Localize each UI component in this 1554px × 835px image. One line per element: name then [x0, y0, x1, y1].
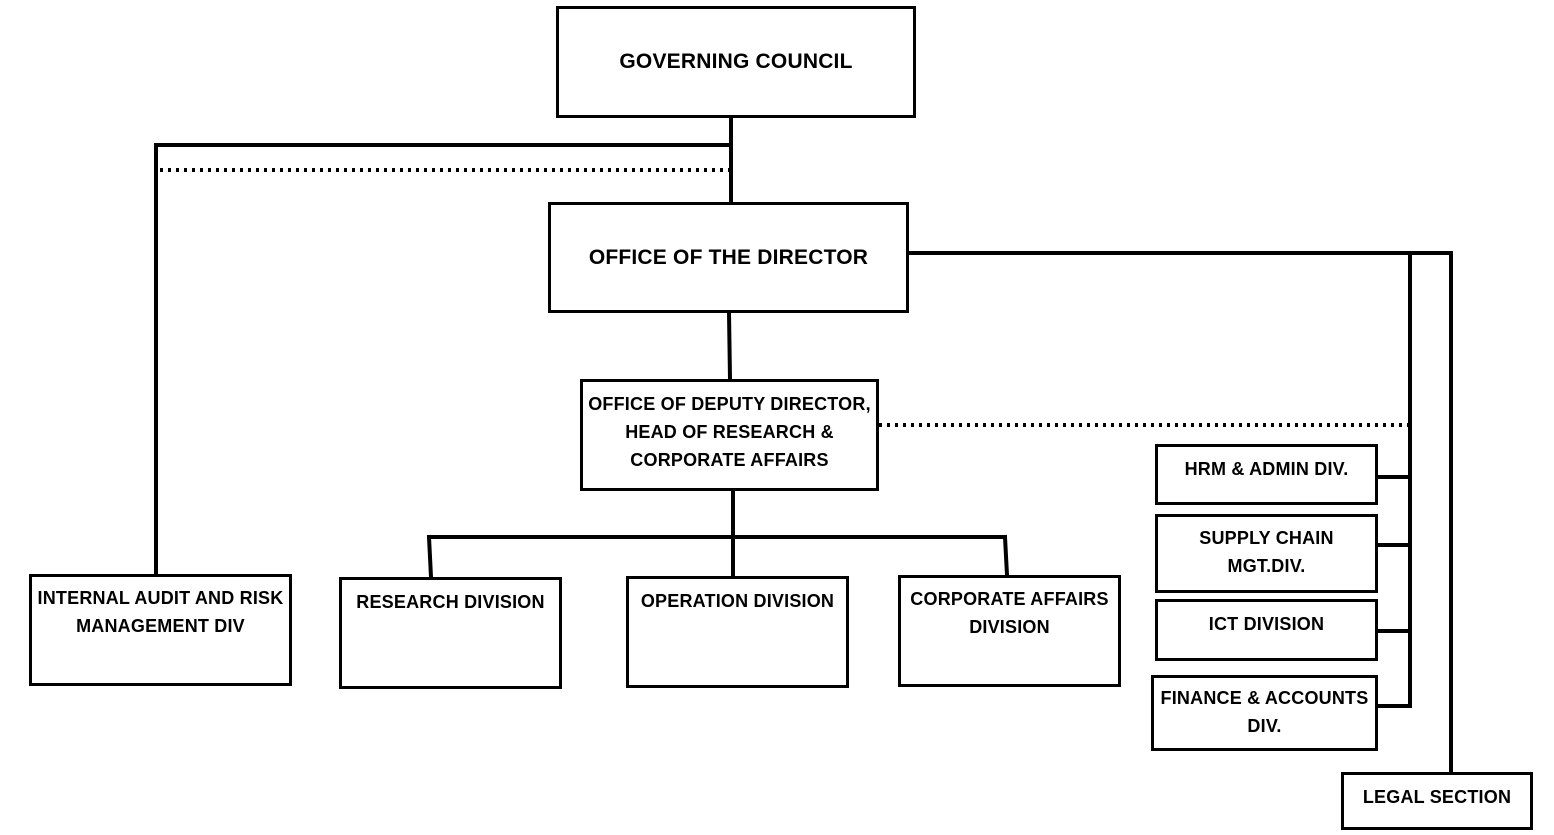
research-division-label: RESEARCH DIVISION [356, 592, 545, 612]
operation-division-label: OPERATION DIVISION [640, 591, 835, 611]
corporate-affairs-division-box: CORPORATE AFFAIRS DIVISION [898, 575, 1121, 687]
deputy-director-label: OFFICE OF DEPUTY DIRECTOR, HEAD OF RESEA… [588, 394, 871, 470]
internal-audit-label: INTERNAL AUDIT AND RISK MANAGEMENT DIV [37, 588, 284, 636]
office-of-director-label: OFFICE OF THE DIRECTOR [588, 245, 869, 269]
corporate-affairs-division-label: CORPORATE AFFAIRS DIVISION [910, 589, 1109, 637]
to-research-line [426, 534, 434, 580]
hrm-admin-division-box: HRM & ADMIN DIV. [1155, 444, 1378, 505]
internal-audit-box: INTERNAL AUDIT AND RISK MANAGEMENT DIV [29, 574, 292, 686]
hrm-admin-division-label: HRM & ADMIN DIV. [1184, 459, 1349, 479]
governing-council-label: GOVERNING COUNCIL [619, 50, 853, 73]
operation-division-box: OPERATION DIVISION [626, 576, 849, 688]
supply-chain-division-label: SUPPLY CHAIN MGT.DIV. [1199, 528, 1334, 576]
ict-division-box: ICT DIVISION [1155, 599, 1378, 661]
governing-council-box: GOVERNING COUNCIL [556, 6, 916, 118]
supply-chain-division-box: SUPPLY CHAIN MGT.DIV. [1155, 514, 1378, 593]
finance-accounts-division-label: FINANCE & ACCOUNTS DIV. [1160, 688, 1369, 736]
deputy-director-box: OFFICE OF DEPUTY DIRECTOR, HEAD OF RESEA… [580, 379, 879, 491]
ict-division-label: ICT DIVISION [1208, 614, 1325, 634]
legal-section-box: LEGAL SECTION [1341, 772, 1533, 830]
research-division-box: RESEARCH DIVISION [339, 577, 562, 689]
legal-section-label: LEGAL SECTION [1362, 787, 1512, 807]
office-of-director-box: OFFICE OF THE DIRECTOR [548, 202, 909, 313]
to-corporate-line [1002, 534, 1010, 578]
finance-accounts-division-box: FINANCE & ACCOUNTS DIV. [1151, 675, 1378, 751]
director-to-deputy-line [726, 310, 733, 382]
